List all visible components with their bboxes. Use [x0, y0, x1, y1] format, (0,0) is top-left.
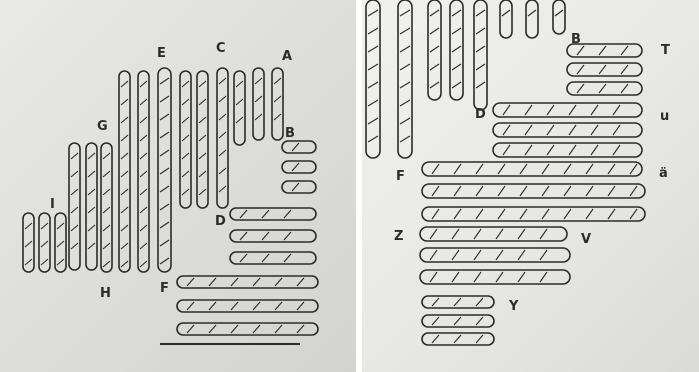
left-vertical-bar: [23, 213, 34, 272]
label-c: C: [216, 41, 226, 56]
left-vertical-bar: [39, 213, 50, 272]
left-vertical-bar: [138, 71, 149, 272]
left-horizontal-bar: [282, 161, 316, 173]
left-vertical-bar: [272, 68, 283, 140]
right-vertical-bar: [428, 0, 441, 100]
label-h: H: [100, 286, 111, 301]
left-vertical-bar: [197, 71, 208, 208]
left-vertical-bar: [101, 143, 112, 272]
left-horizontal-bar: [230, 208, 316, 220]
left-vertical-bar: [55, 213, 66, 272]
right-vertical-bar: [398, 0, 412, 158]
left-horizontal-bar: [177, 276, 318, 288]
left-vertical-bar: [69, 143, 80, 270]
label-b: B: [285, 126, 295, 141]
left-horizontal-bar: [177, 323, 318, 335]
label-t: T: [661, 43, 670, 58]
left-vertical-bar: [158, 68, 171, 272]
right-horizontal-bar: [567, 82, 642, 95]
label-i: I: [50, 197, 55, 212]
left-vertical-bar: [217, 68, 228, 208]
label-y: Y: [508, 299, 519, 314]
left-vertical-bar: [253, 68, 264, 140]
label-f-right: F: [396, 169, 405, 184]
left-sketch-panel: A B C D E F G H I: [0, 0, 356, 372]
label-f: F: [160, 281, 169, 296]
right-vertical-bar: [366, 0, 380, 158]
label-e: E: [157, 46, 166, 61]
left-vertical-bar: [119, 71, 130, 272]
left-vertical-bar: [180, 71, 191, 208]
left-sketch-diagram: A B C D E F G H I: [0, 0, 356, 372]
left-horizontal-bar: [230, 252, 316, 264]
right-sketch-diagram: B T D u ä F Z V Y: [362, 0, 699, 372]
right-horizontal-bar: [493, 123, 642, 137]
right-bars-group: [366, 0, 645, 345]
right-vertical-bar: [526, 0, 538, 38]
right-vertical-bar: [553, 0, 565, 34]
left-horizontal-bar: [230, 230, 316, 242]
label-a-umlaut: ä: [659, 166, 668, 181]
label-b-right: B: [571, 32, 581, 47]
right-horizontal-bar: [422, 315, 494, 327]
right-horizontal-bar: [422, 333, 494, 345]
right-vertical-bar: [500, 0, 512, 38]
right-horizontal-bar: [420, 227, 567, 241]
right-horizontal-bar: [493, 143, 642, 157]
label-g: G: [97, 119, 108, 134]
left-bars-group: [23, 68, 318, 344]
right-horizontal-bar: [422, 162, 642, 176]
right-vertical-bar: [450, 0, 463, 100]
right-horizontal-bar: [422, 184, 645, 198]
right-horizontal-bar: [422, 207, 645, 221]
right-sketch-panel: B T D u ä F Z V Y: [362, 0, 699, 372]
label-z: Z: [394, 229, 403, 244]
right-horizontal-bar: [420, 248, 570, 262]
label-u: u: [660, 109, 669, 124]
right-horizontal-bar: [422, 296, 494, 308]
right-horizontal-bar: [420, 270, 570, 284]
label-d-right: D: [475, 107, 486, 122]
right-vertical-bar: [474, 0, 487, 110]
right-horizontal-bar: [493, 103, 642, 117]
label-a: A: [282, 49, 292, 64]
left-horizontal-bar: [282, 141, 316, 153]
label-v: V: [581, 232, 591, 247]
left-horizontal-bar: [282, 181, 316, 193]
left-vertical-bar: [234, 71, 245, 145]
label-d: D: [215, 214, 226, 229]
left-horizontal-bar: [177, 300, 318, 312]
right-horizontal-bar: [567, 63, 642, 76]
left-vertical-bar: [86, 143, 97, 270]
